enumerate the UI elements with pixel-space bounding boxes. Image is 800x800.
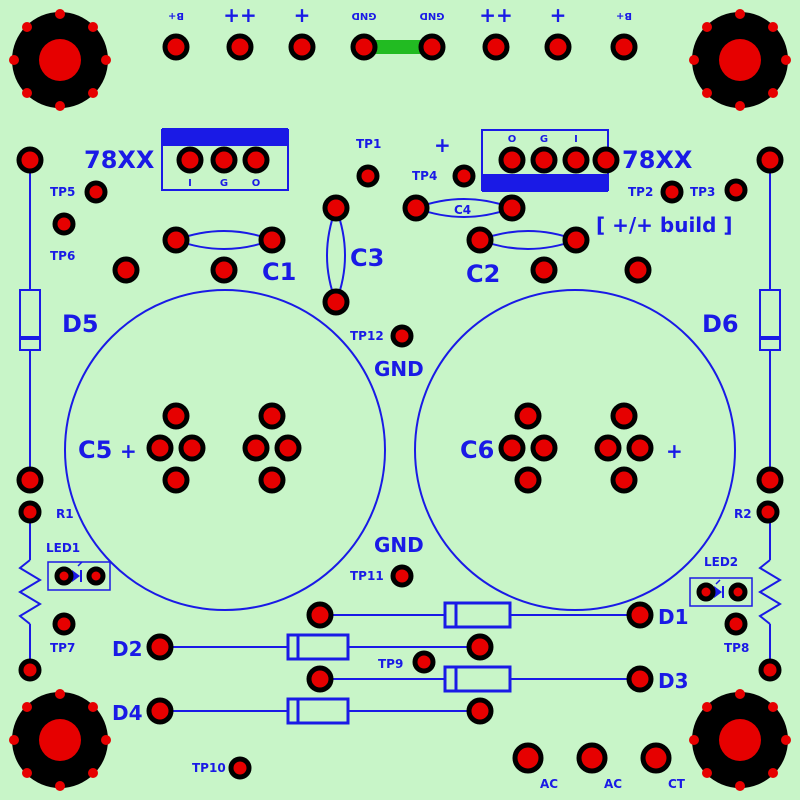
gnd-lower-label: GND — [374, 533, 424, 557]
reg-left-name: 78XX — [84, 146, 155, 174]
led1-symbol — [72, 561, 83, 582]
c2-label: C2 — [466, 260, 500, 288]
c1-outline — [173, 230, 275, 250]
c5-label: C5 — [78, 436, 112, 464]
r2-zigzag — [758, 559, 782, 625]
reg-right-name: 78XX — [622, 146, 693, 174]
tp8-label: TP8 — [724, 641, 749, 655]
r2-label: R2 — [734, 507, 752, 521]
reg-left-tab — [162, 128, 288, 146]
c6-outline — [414, 289, 736, 611]
mounting-hole-top-left — [9, 9, 111, 111]
conn-label-3: + — [294, 3, 311, 27]
tp9-label: TP9 — [378, 657, 403, 671]
c2-outline — [477, 230, 579, 250]
led1-box — [47, 561, 111, 591]
tp10-label: TP10 — [192, 761, 226, 775]
led2-label: LED2 — [704, 555, 738, 569]
conn-label-8: B+ — [616, 10, 632, 21]
d5-body — [19, 289, 41, 351]
pads — [16, 33, 784, 780]
reg-right-pin-1: O — [508, 134, 517, 145]
c6-label: C6 — [460, 436, 494, 464]
d4-label: D4 — [112, 701, 143, 725]
r1-label: R1 — [56, 507, 74, 521]
conn-label-6: ++ — [479, 3, 513, 27]
led1-label: LED1 — [46, 541, 80, 555]
ac-label-2: AC — [604, 777, 622, 791]
d6-label: D6 — [702, 310, 739, 338]
reg-left-pin-3: O — [252, 178, 261, 189]
reg-right-pin-3: I — [574, 134, 578, 145]
d2-label: D2 — [112, 637, 143, 661]
reg-right-pin-2: G — [540, 134, 548, 145]
c3-outline — [326, 205, 346, 305]
ct-label: CT — [668, 777, 686, 791]
tp3-label: TP3 — [690, 185, 715, 199]
tp12-label: TP12 — [350, 329, 384, 343]
c1-label: C1 — [262, 258, 296, 286]
led2-symbol — [714, 579, 724, 598]
led2-box — [689, 577, 753, 607]
r1-zigzag — [18, 559, 42, 625]
mounting-hole-top-right — [689, 9, 791, 111]
tp5-label: TP5 — [50, 185, 75, 199]
tp4-label: TP4 — [412, 169, 437, 183]
ac-label-1: AC — [540, 777, 558, 791]
c5-plus: + — [120, 439, 137, 463]
d3-label: D3 — [658, 669, 689, 693]
gnd-upper-label: GND — [374, 357, 424, 381]
d5-label: D5 — [62, 310, 99, 338]
plus-mark-top: + — [434, 133, 451, 157]
tp11-label: TP11 — [350, 569, 384, 583]
reg-right-tab — [482, 174, 608, 192]
c5-outline — [64, 289, 386, 611]
tp1-label: TP1 — [356, 137, 381, 151]
tp2-label: TP2 — [628, 185, 653, 199]
d1-body — [443, 601, 512, 629]
gnd-jumper — [365, 40, 435, 54]
mounting-hole-bottom-left — [9, 689, 111, 791]
tp6-label: TP6 — [50, 249, 75, 263]
reg-left-pin-2: G — [220, 178, 228, 189]
silkscreen-outlines — [18, 129, 782, 725]
c3-label: C3 — [350, 244, 384, 272]
d3-body — [443, 665, 512, 693]
tp7-label: TP7 — [50, 641, 75, 655]
reg-left-pin-1: I — [188, 178, 192, 189]
d4-body — [286, 697, 350, 725]
d1-label: D1 — [658, 605, 689, 629]
conn-label-5: GND — [420, 10, 445, 21]
conn-label-2: ++ — [223, 3, 257, 27]
c6-plus: + — [666, 439, 683, 463]
d2-body — [286, 633, 350, 661]
conn-label-7: + — [550, 3, 567, 27]
conn-label-4: GND — [352, 10, 377, 21]
mounting-hole-bottom-right — [689, 689, 791, 791]
build-note: [ +/+ build ] — [596, 213, 733, 237]
conn-label-1: B+ — [168, 10, 184, 21]
d6-body — [759, 289, 781, 351]
c4-label: C4 — [454, 203, 471, 217]
connector-top-labels: B+ ++ + GND GND ++ + B+ — [168, 3, 632, 27]
